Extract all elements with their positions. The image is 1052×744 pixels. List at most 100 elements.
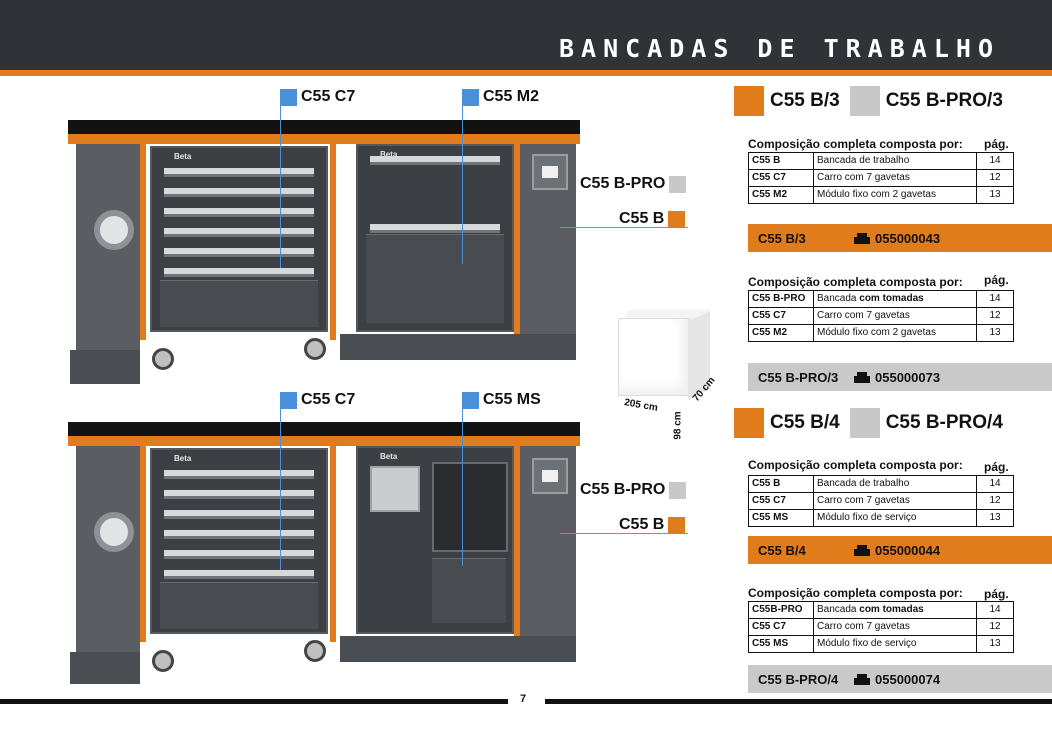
grey-marker [669,481,687,499]
footer-line-left [0,699,508,704]
fixed-module-m2: Beta [356,144,514,332]
item-code: C55 M2 [748,324,814,342]
brand-label: Beta [380,150,398,159]
page-column-title: pág. [984,460,1009,474]
callout-line [560,533,688,534]
reference-icon [854,673,870,685]
drawer-large [160,582,318,629]
callout-line [280,398,281,570]
reference-icon [854,544,870,556]
orange-rail [68,134,580,144]
dimension-width: 205 cm [623,397,659,414]
order-bar: C55 B/3 055000043 [748,224,1052,252]
section-header-3: C55 B/3 C55 B-PRO/3 [734,86,1007,116]
item-page: 14 [976,475,1014,493]
composition-table: C55 B Bancada de trabalho 14 C55 C7 Carr… [748,475,1014,527]
composition-title: Composição completa composta por: [748,275,963,289]
desc-emphasis: com tomadas [859,293,924,304]
callout-label: C55 C7 [301,391,356,408]
drawer-trolley-c7: Beta [150,448,328,634]
callout-label: C55 C7 [301,88,356,105]
orange-frame-left [140,144,146,340]
page-column-title: pág. [984,273,1009,287]
wheel-icon [304,338,326,360]
power-socket-icon [532,154,568,190]
order-ref: 055000074 [854,672,940,687]
drawer [370,156,500,165]
item-code: C55 C7 [748,492,814,510]
worktop [68,120,580,138]
drawer [164,248,314,257]
orange-frame-left [140,446,146,642]
page-column-title: pág. [984,587,1009,601]
service-shelf [432,462,508,552]
composition-table: C55 B-PRO Bancada com tomadas 14 C55 C7 … [748,290,1014,342]
drawer [164,550,314,559]
bench-base [70,652,140,684]
composition-table: C55 B Bancada de trabalho 14 C55 C7 Carr… [748,152,1014,204]
item-page: 13 [976,635,1014,653]
callout-module: C55 M2 [462,88,539,106]
drawer [164,470,314,479]
table-row: C55 B Bancada de trabalho 14 [748,475,1014,493]
orange-frame-right [514,144,520,340]
order-code: C55 B/3 [758,230,806,246]
header-code-a: C55 B/4 [770,412,840,433]
reference-icon [854,371,870,383]
callout-line [462,398,463,566]
item-page: 13 [976,186,1014,204]
order-code: C55 B-PRO/3 [758,369,839,385]
desc-part: Bancada [817,604,860,615]
service-module-ms: Beta [356,446,514,634]
item-description: Bancada com tomadas [813,601,977,619]
drawer [164,570,314,579]
drawer [164,510,314,519]
item-description: Módulo fixo com 2 gavetas [813,186,977,204]
table-row: C55 C7 Carro com 7 gavetas 12 [748,169,1014,187]
footer-line-right [545,699,1052,704]
composition-title: Composição completa composta por: [748,458,963,472]
callout-b: C55 B [619,210,686,228]
callout-line [560,227,688,228]
item-description: Módulo fixo com 2 gavetas [813,324,977,342]
table-row: C55 MS Módulo fixo de serviço 13 [748,509,1014,527]
table-row: C55 M2 Módulo fixo com 2 gavetas 13 [748,186,1014,204]
item-description: Carro com 7 gavetas [813,492,977,510]
order-reference: 055000043 [875,230,941,246]
item-description: Carro com 7 gavetas [813,307,977,325]
drawer [370,224,500,233]
header-code-b: C55 B-PRO/4 [885,412,1003,433]
brand-label: Beta [380,452,398,461]
callout-b: C55 B [619,516,686,534]
orange-frame-mid [330,144,336,340]
item-page: 12 [976,618,1014,636]
item-code: C55 C7 [748,307,814,325]
order-reference: 055000074 [875,671,941,687]
orange-frame-mid [330,446,336,642]
item-page: 14 [976,601,1014,619]
item-code: C55 B [748,152,814,170]
item-page: 13 [976,324,1014,342]
item-page: 14 [976,290,1014,308]
reference-icon [854,232,870,244]
section-header-4: C55 B/4 C55 B-PRO/4 [734,408,1007,438]
wheel-icon [304,640,326,662]
item-code: C55 MS [748,635,814,653]
item-code: C55 B-PRO [748,290,814,308]
desc-emphasis: com tomadas [859,604,924,615]
grey-marker [669,175,687,193]
grey-marker [849,408,880,438]
header-code-a: C55 B/3 [770,90,840,111]
item-code: C55 MS [748,509,814,527]
order-ref: 055000043 [854,231,940,246]
drawer [164,530,314,539]
page-number: 7 [520,693,527,705]
desc-part: Bancada [817,293,860,304]
page-column-title: pág. [984,137,1009,151]
brand-label: Beta [174,454,192,463]
item-code: C55 M2 [748,186,814,204]
drawer [164,168,314,177]
page-header [0,0,1052,70]
order-reference: 055000044 [875,542,941,558]
orange-rail [68,436,580,446]
